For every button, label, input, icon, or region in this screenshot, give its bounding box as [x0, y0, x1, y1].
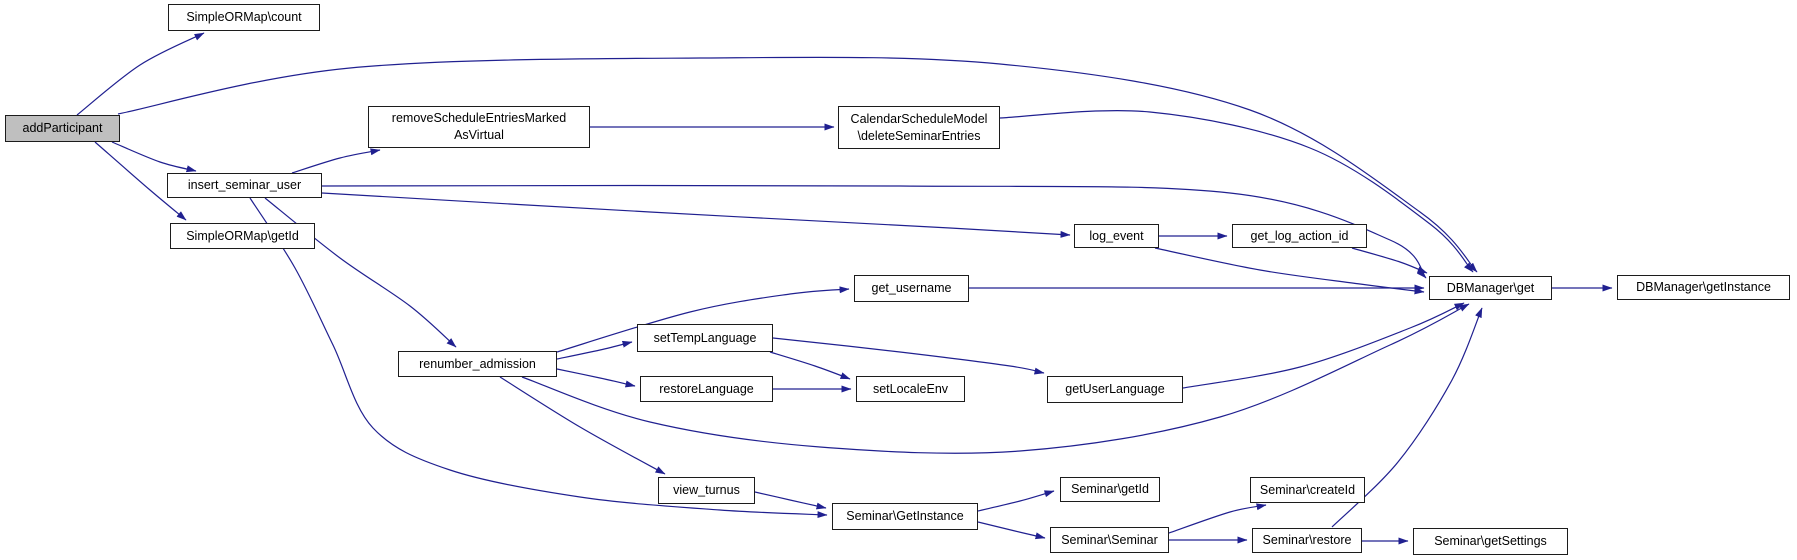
edge-seminar-seminar-to-seminar-createid [1168, 503, 1267, 534]
node-simpleormap-getid[interactable]: SimpleORMap\getId [170, 223, 315, 249]
node-simpleormap-count[interactable]: SimpleORMap\count [168, 4, 320, 31]
node-log-event[interactable]: log_event [1074, 224, 1159, 248]
edge-group [76, 32, 1613, 545]
node-add-participant[interactable]: addParticipant [5, 115, 120, 142]
edge-log-event-to-dbmanager-get [1154, 247, 1425, 295]
node-seminar-getinstance[interactable]: Seminar\GetInstance [832, 503, 978, 530]
edge-calendar-schedule-model-to-dbmanager-get [999, 110, 1474, 273]
node-get-log-action-id[interactable]: get_log_action_id [1232, 224, 1367, 248]
edge-view-turnus-to-seminar-getinstance [754, 491, 827, 510]
node-insert-seminar-user[interactable]: insert_seminar_user [167, 173, 322, 198]
node-set-temp-language[interactable]: setTempLanguage [637, 324, 773, 352]
node-get-user-language[interactable]: getUserLanguage [1047, 376, 1183, 403]
node-seminar-restore[interactable]: Seminar\restore [1252, 528, 1362, 553]
edge-get-log-action-id-to-dbmanager-get [1351, 247, 1428, 274]
edge-insert-seminar-user-to-remove-schedule-entries [291, 148, 381, 174]
edge-insert-seminar-user-to-seminar-getinstance [249, 197, 828, 519]
edge-renumber-admission-to-dbmanager-get [521, 303, 1470, 454]
node-dbmanager-get[interactable]: DBManager\get [1429, 276, 1552, 300]
node-seminar-seminar[interactable]: Seminar\Seminar [1050, 527, 1169, 553]
edge-insert-seminar-user-to-dbmanager-get [321, 184, 1427, 279]
node-remove-schedule-entries[interactable]: removeScheduleEntriesMarked AsVirtual [368, 106, 590, 148]
node-set-locale-env[interactable]: setLocaleEnv [856, 376, 965, 402]
node-seminar-getsettings[interactable]: Seminar\getSettings [1413, 528, 1568, 555]
edge-renumber-admission-to-get-username [556, 286, 850, 353]
edge-add-participant-to-insert-seminar-user [111, 141, 197, 173]
edge-renumber-admission-to-restore-language [556, 368, 636, 388]
node-restore-language[interactable]: restoreLanguage [640, 376, 773, 402]
node-renumber-admission[interactable]: renumber_admission [398, 351, 557, 377]
node-calendar-schedule-model[interactable]: CalendarScheduleModel \deleteSeminarEntr… [838, 106, 1000, 149]
edge-seminar-getinstance-to-seminar-seminar [977, 521, 1046, 540]
node-dbmanager-getinstance[interactable]: DBManager\getInstance [1617, 275, 1790, 300]
edge-renumber-admission-to-view-turnus [499, 376, 666, 475]
edge-get-user-language-to-dbmanager-get [1182, 302, 1465, 389]
node-seminar-getid[interactable]: Seminar\getId [1060, 477, 1160, 502]
node-get-username[interactable]: get_username [854, 275, 969, 302]
edge-add-participant-to-dbmanager-get [117, 56, 1478, 273]
edge-set-temp-language-to-set-locale-env [769, 351, 851, 380]
node-view-turnus[interactable]: view_turnus [658, 477, 755, 504]
edge-add-participant-to-simpleormap-getid [94, 141, 187, 221]
edge-renumber-admission-to-set-temp-language [556, 340, 633, 360]
edge-add-participant-to-simpleormap-count [76, 32, 205, 116]
edge-insert-seminar-user-to-renumber-admission [264, 197, 457, 348]
node-seminar-createid[interactable]: Seminar\createId [1250, 477, 1365, 503]
edge-insert-seminar-user-to-log-event [321, 192, 1071, 238]
edge-set-temp-language-to-get-user-language [772, 337, 1045, 375]
edge-seminar-getinstance-to-seminar-getid [977, 490, 1055, 512]
